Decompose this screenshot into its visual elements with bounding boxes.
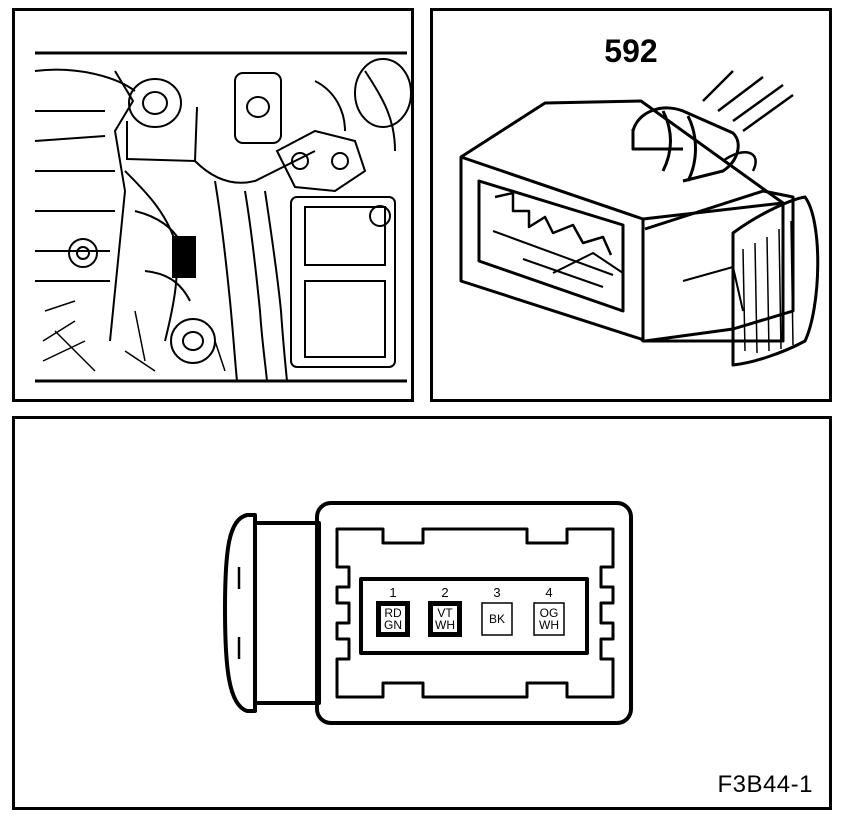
pin-number-label: 2 xyxy=(441,585,448,600)
pin-cavity xyxy=(481,602,513,636)
pin-number-label: 4 xyxy=(545,585,552,600)
connector-illustration xyxy=(459,70,820,367)
clip-shaft xyxy=(255,521,321,705)
figure-id: F3B44-1 xyxy=(717,771,813,798)
engine-bay-illustration xyxy=(34,51,411,383)
release-clip-outline xyxy=(223,513,257,713)
wire-color-code: OG xyxy=(540,606,559,620)
pin-cavity xyxy=(533,602,565,636)
wire-color-code: WH xyxy=(539,618,559,632)
engine-bay-panel xyxy=(12,8,414,402)
wire-color-code: GN xyxy=(384,618,402,632)
connector-view-panel: 592 xyxy=(430,8,832,402)
pin-number-label: 1 xyxy=(389,585,396,600)
pin-3: 3BK xyxy=(481,585,513,636)
pin-block-outline xyxy=(359,577,589,655)
wire-color-code: WH xyxy=(435,618,455,632)
inner-outline xyxy=(335,527,615,699)
connector-number: 592 xyxy=(604,33,658,69)
pin-cavity xyxy=(433,606,457,632)
wire-color-code: VT xyxy=(437,606,453,620)
wire-color-code: RD xyxy=(384,606,402,620)
pin-cavity xyxy=(381,606,405,632)
housing-outline xyxy=(315,501,633,725)
wire-color-code: BK xyxy=(489,612,505,626)
pin-number-label: 3 xyxy=(493,585,500,600)
